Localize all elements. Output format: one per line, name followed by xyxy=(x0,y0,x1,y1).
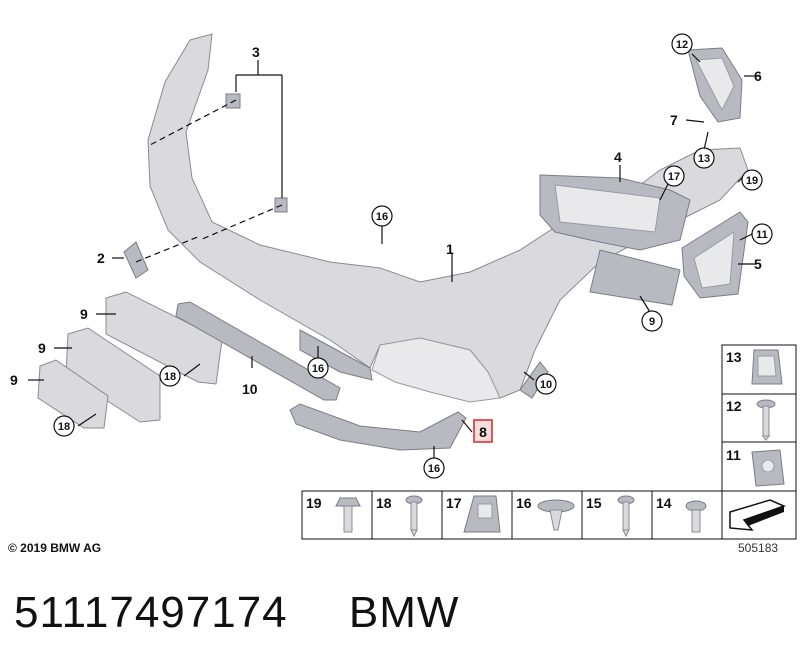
fastener-label-11: 11 xyxy=(726,447,741,463)
callout-3: 3 xyxy=(252,44,260,60)
callout-10: 10 xyxy=(242,381,258,397)
clip-nut-11-icon xyxy=(751,449,785,487)
bolt-14-icon xyxy=(685,500,707,533)
trim-strip-10 xyxy=(175,301,341,401)
callout-16-middle: 16 xyxy=(307,357,329,379)
fastener-panel-right: 13 12 11 xyxy=(721,344,797,494)
part-5 xyxy=(681,211,749,299)
callout-17: 17 xyxy=(663,165,685,187)
fastener-label-18: 18 xyxy=(376,495,392,511)
leader-lines xyxy=(28,53,760,458)
callout-13: 11 xyxy=(751,223,773,245)
fastener-label-15: 15 xyxy=(586,495,602,511)
clip-nut-17-icon xyxy=(463,495,501,533)
callout-11: 9 xyxy=(641,310,663,332)
svg-text:19: 19 xyxy=(746,175,758,187)
fastener-label-12: 12 xyxy=(726,398,742,414)
fastener-label-13: 13 xyxy=(726,349,742,365)
bracket-6 xyxy=(687,47,743,123)
callout-16-upper: 16 xyxy=(371,205,393,227)
callout-14: 12 xyxy=(671,33,693,55)
callout-15: 13 xyxy=(693,147,715,169)
mount-3 xyxy=(225,93,288,213)
callout-2: 2 xyxy=(97,250,105,266)
callout-4: 4 xyxy=(614,149,622,165)
fastener-label-14: 14 xyxy=(656,495,672,511)
svg-text:16: 16 xyxy=(312,363,324,375)
part-number: 51117497174 xyxy=(14,588,288,637)
fastener-label-16: 16 xyxy=(516,495,532,511)
fastener-label-17: 17 xyxy=(446,495,462,511)
callout-16-lower: 16 xyxy=(423,457,445,479)
svg-text:16: 16 xyxy=(428,463,440,475)
svg-text:18: 18 xyxy=(58,421,70,433)
drawing-number: 505183 xyxy=(738,541,779,555)
svg-text:9: 9 xyxy=(649,316,655,328)
svg-text:10: 10 xyxy=(540,379,552,391)
svg-text:12: 12 xyxy=(676,39,688,51)
svg-text:18: 18 xyxy=(164,371,176,383)
callout-1: 1 xyxy=(446,241,454,257)
bolt-19-icon xyxy=(335,497,361,533)
clip-nut-13-icon xyxy=(751,349,783,385)
callout-18-lower: 18 xyxy=(53,415,75,437)
callout-12: 10 xyxy=(535,373,557,395)
fastener-label-19: 19 xyxy=(306,495,322,511)
svg-text:17: 17 xyxy=(668,171,680,183)
callout-7: 7 xyxy=(670,112,678,128)
expansion-rivet-16-icon xyxy=(537,499,575,531)
callouts: 3 2 1 4 6 7 5 9 9 9 10 16 16 16 17 12 xyxy=(10,33,773,479)
callout-5: 5 xyxy=(754,256,762,272)
screw-18-icon xyxy=(405,495,423,538)
bumper-cover xyxy=(147,33,749,403)
screw-12-icon xyxy=(756,399,776,441)
svg-text:16: 16 xyxy=(376,211,388,223)
svg-text:8: 8 xyxy=(479,424,487,440)
trim-strip-9a xyxy=(105,291,223,385)
trim-strip-9c xyxy=(37,359,109,429)
grille-part-2 xyxy=(123,241,149,279)
callout-9-top: 9 xyxy=(80,306,88,322)
fastener-panel-bottom: 19 18 17 16 15 14 xyxy=(301,490,797,540)
brand-name: BMW xyxy=(348,588,460,637)
svg-text:13: 13 xyxy=(698,153,710,165)
svg-text:11: 11 xyxy=(756,229,768,241)
callout-6: 6 xyxy=(754,68,762,84)
copyright-notice: © 2019 BMW AG xyxy=(8,541,102,555)
screw-15-icon xyxy=(617,495,635,538)
callout-9-middle: 9 xyxy=(38,340,46,356)
callout-18-middle: 18 xyxy=(159,365,181,387)
lower-trim-8 xyxy=(289,403,467,451)
direction-arrow-icon xyxy=(729,499,787,531)
bumper-carrier xyxy=(539,174,691,306)
callout-19: 19 xyxy=(741,169,763,191)
callout-9-bottom: 9 xyxy=(10,372,18,388)
footer-caption: 51117497174 BMW xyxy=(14,588,459,638)
callout-8-highlighted[interactable]: 8 xyxy=(473,419,493,443)
parts-diagram: 3 2 1 4 6 7 5 9 9 9 10 16 16 16 17 12 xyxy=(10,33,797,540)
